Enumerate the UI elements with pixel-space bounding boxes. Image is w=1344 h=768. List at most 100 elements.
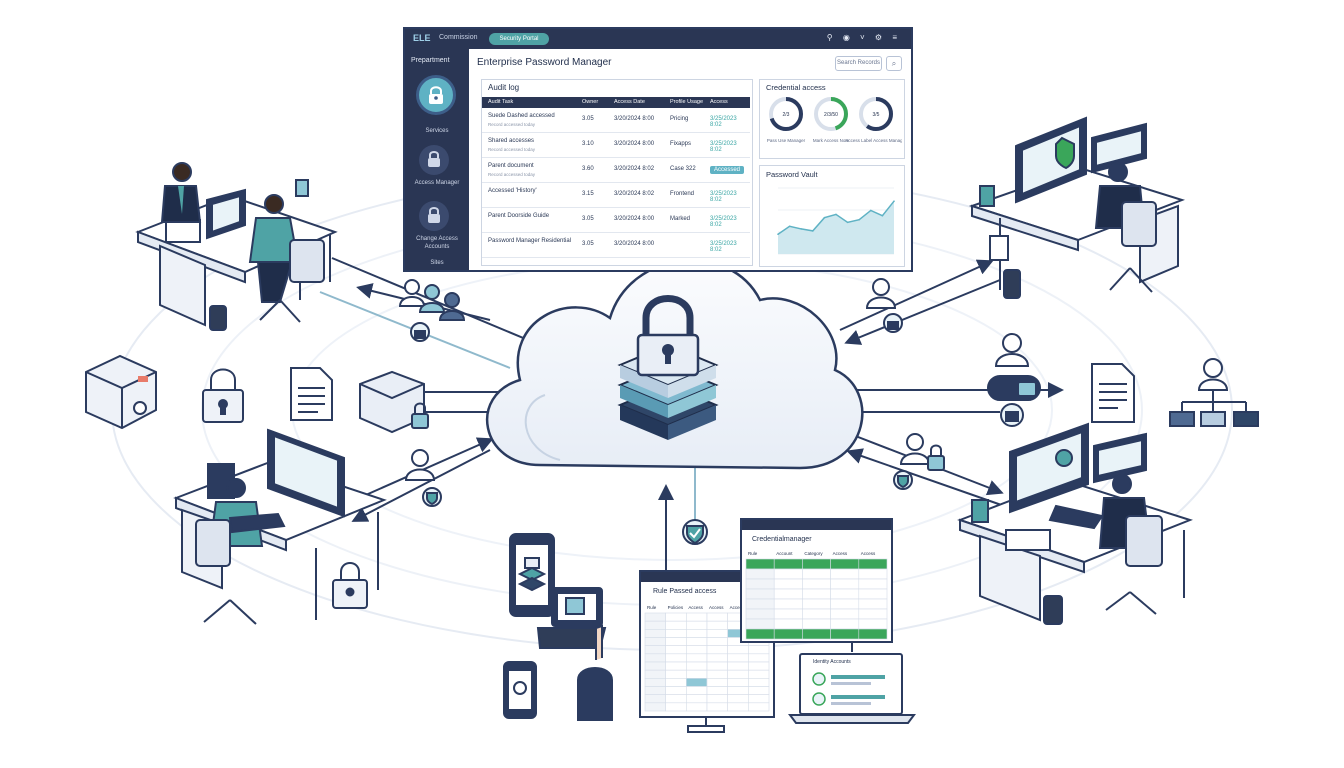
search-input[interactable]: Search Records [835, 56, 882, 71]
table-cell [645, 670, 666, 678]
table-cell [748, 654, 769, 662]
data-point [835, 214, 837, 216]
table-cell [746, 559, 774, 569]
gauge-value: 2/3 [783, 112, 790, 118]
table-cell [645, 629, 666, 637]
row-date: 3/20/2024 8:00 [614, 141, 654, 147]
search-icon[interactable]: ⌕ [886, 56, 902, 71]
table-cell [746, 609, 774, 619]
table-cell [746, 589, 774, 599]
shield-badge-icon [423, 488, 441, 506]
data-point [893, 200, 895, 202]
column-header: Rule [748, 551, 758, 556]
gauge-value: 2/3/50 [824, 112, 838, 118]
gauge-label: Access Label Access Manager [845, 138, 902, 143]
row-owner: 3.10 [582, 141, 594, 147]
panel-title: Credentialmanager [752, 536, 812, 543]
row-date: 3/20/2024 8:02 [614, 191, 654, 197]
row-task: Password Manager Residential [488, 238, 571, 244]
row-subtitle: Record accessed today [488, 122, 535, 127]
audit-log-title: Audit log [488, 83, 519, 92]
sidebar-item-services[interactable]: Services [409, 127, 465, 135]
table-cell [666, 613, 687, 621]
table-cell [859, 579, 887, 589]
mobile-device [510, 534, 554, 616]
row-task: Parent Doorside Guide [488, 213, 549, 219]
table-cell [707, 621, 728, 629]
table-cell [686, 695, 707, 703]
table-cell [666, 670, 687, 678]
table-cell [802, 599, 830, 609]
table-cell [707, 638, 728, 646]
sidebar-brand: Prepartment [411, 57, 450, 64]
table-cell [831, 609, 859, 619]
table-cell [645, 638, 666, 646]
row-profile: Fixapps [670, 141, 691, 147]
table-cell [666, 703, 687, 711]
table-cell [645, 613, 666, 621]
row-task: Suede Dashed accessed [488, 113, 555, 119]
portal-tab[interactable]: Security Portal [489, 33, 549, 45]
table-cell [728, 646, 749, 654]
strongbox-icon [86, 356, 156, 428]
data-point [858, 219, 860, 221]
column-header[interactable]: Access [710, 99, 728, 105]
data-point [824, 217, 826, 219]
credential-grid: RuleAccountCategoryAccessAccess [742, 548, 891, 642]
padlock-icon [333, 563, 367, 608]
table-cell [859, 619, 887, 629]
table-cell [686, 621, 707, 629]
table-cell [859, 569, 887, 579]
table-cell [707, 613, 728, 621]
table-cell [666, 695, 687, 703]
column-header: Policies [668, 605, 684, 610]
laptop-screen: Identity Accounts [799, 653, 903, 715]
key-pill-icon [988, 376, 1040, 426]
column-header: Access [688, 605, 703, 610]
table-cell [686, 638, 707, 646]
table-cell [645, 703, 666, 711]
sidebar-item-change-access[interactable]: Change Access Accounts [409, 235, 465, 251]
column-header[interactable]: Access Date [614, 99, 645, 105]
column-header[interactable]: Owner [582, 99, 598, 105]
lock-icon[interactable] [419, 201, 449, 231]
table-cell [707, 646, 728, 654]
lock-badge-icon [884, 314, 902, 332]
table-cell [746, 629, 774, 639]
table-cell [774, 629, 802, 639]
table-cell [707, 703, 728, 711]
workstation-top-right [972, 118, 1182, 298]
table-cell [746, 569, 774, 579]
sidebar-item-access-manager[interactable]: Access Manager [409, 179, 465, 187]
table-cell [774, 559, 802, 569]
sidebar-item-sites[interactable]: Sites [409, 259, 465, 267]
table-cell [859, 559, 887, 569]
breadcrumb[interactable]: Commission [439, 34, 478, 41]
user-icon [867, 279, 895, 308]
table-cell [666, 678, 687, 686]
lock-icon[interactable] [416, 75, 456, 115]
credential-title: Credential access [766, 83, 826, 92]
topbar-tools[interactable]: ⚲ ◉ ˅ ⚙ ≡ [827, 33, 901, 42]
data-point [847, 222, 849, 224]
table-cell [748, 703, 769, 711]
row-task: Accessed 'History' [488, 188, 537, 194]
table-cell [831, 569, 859, 579]
table-cell [707, 687, 728, 695]
window-topbar: ELE Commission Security Portal ⚲ ◉ ˅ ⚙ ≡ [405, 29, 911, 49]
column-header[interactable]: Profile Usage [670, 99, 703, 105]
row-subtitle: Record accessed today [488, 172, 535, 177]
table-cell [666, 662, 687, 670]
laptop-content [801, 665, 901, 715]
lock-icon[interactable] [419, 145, 449, 175]
row-profile: Pricing [670, 116, 688, 122]
table-cell [686, 678, 707, 686]
column-header[interactable]: Audit Task [488, 99, 513, 105]
